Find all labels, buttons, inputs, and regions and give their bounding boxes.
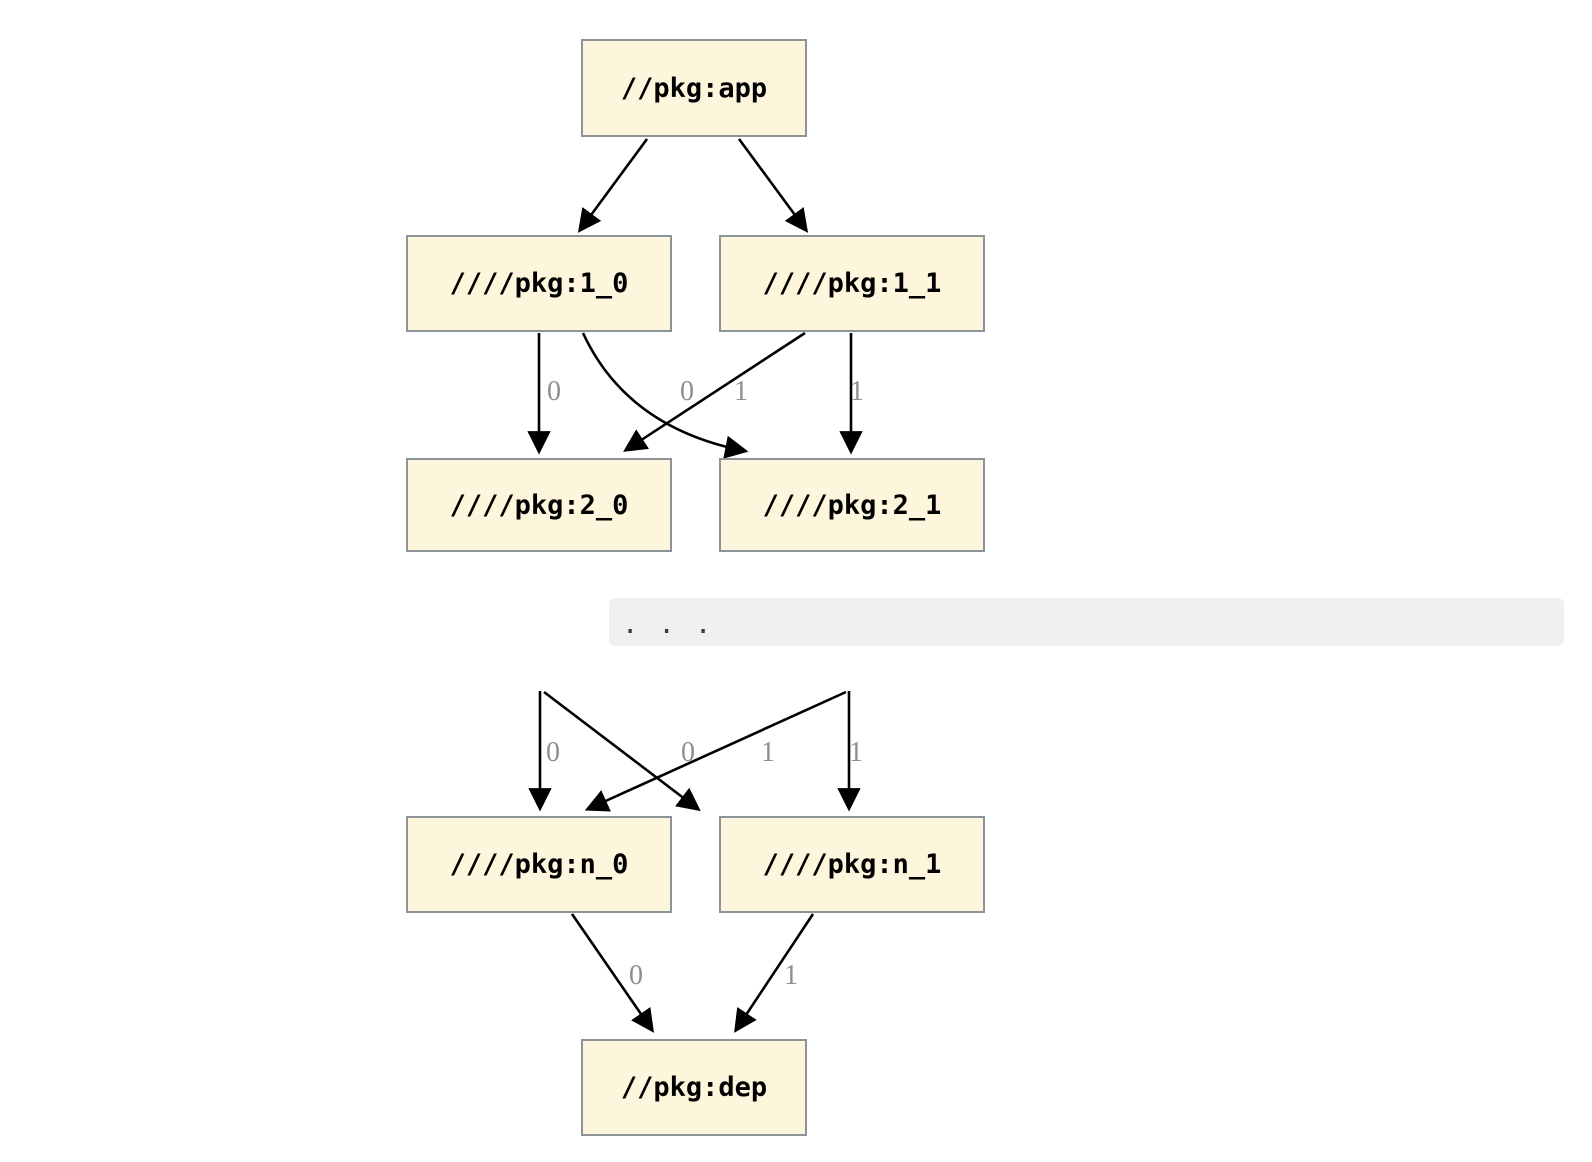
edge-label-n_1-to-dep: 1 — [784, 960, 798, 991]
edge-label-...-to-n_0: 0 — [681, 737, 695, 768]
edge-label-1_1-to-2_1: 1 — [850, 376, 864, 407]
edge-n_0-to-dep — [570, 913, 654, 1033]
edge-label-...-to-n_1: 1 — [761, 737, 775, 768]
node-dep: //pkg:dep — [581, 1039, 807, 1136]
node-2_1: ////pkg:2_1 — [719, 458, 985, 552]
edge-app-to-1_0 — [577, 138, 649, 233]
edge-label-1_0-to-2_1: 1 — [734, 376, 748, 407]
node-app: //pkg:app — [581, 39, 807, 137]
edge-...-to-n_1 — [543, 690, 701, 812]
edge-...-to-n_0 — [584, 690, 847, 812]
ellipsis-code-block: . . . — [609, 598, 1564, 646]
node-n_0: ////pkg:n_0 — [406, 816, 672, 913]
edge-n_1-to-dep — [734, 913, 815, 1033]
node-1_0: ////pkg:1_0 — [406, 235, 672, 332]
edge-label-1_0-to-2_0: 0 — [547, 376, 561, 407]
node-1_1: ////pkg:1_1 — [719, 235, 985, 332]
edge-label-n_0-to-dep: 0 — [629, 960, 643, 991]
edge-1_0-to-2_1 — [581, 332, 749, 459]
edge-app-to-1_1 — [737, 138, 809, 233]
node-2_0: ////pkg:2_0 — [406, 458, 672, 552]
edge-label-...-to-n_1: 1 — [849, 737, 863, 768]
edge-1_1-to-2_0 — [623, 331, 806, 452]
ellipsis-text: . . . — [622, 608, 714, 640]
edge-label-1_1-to-2_0: 0 — [680, 376, 694, 407]
edge-label-...-to-n_0: 0 — [546, 737, 560, 768]
node-n_1: ////pkg:n_1 — [719, 816, 985, 913]
